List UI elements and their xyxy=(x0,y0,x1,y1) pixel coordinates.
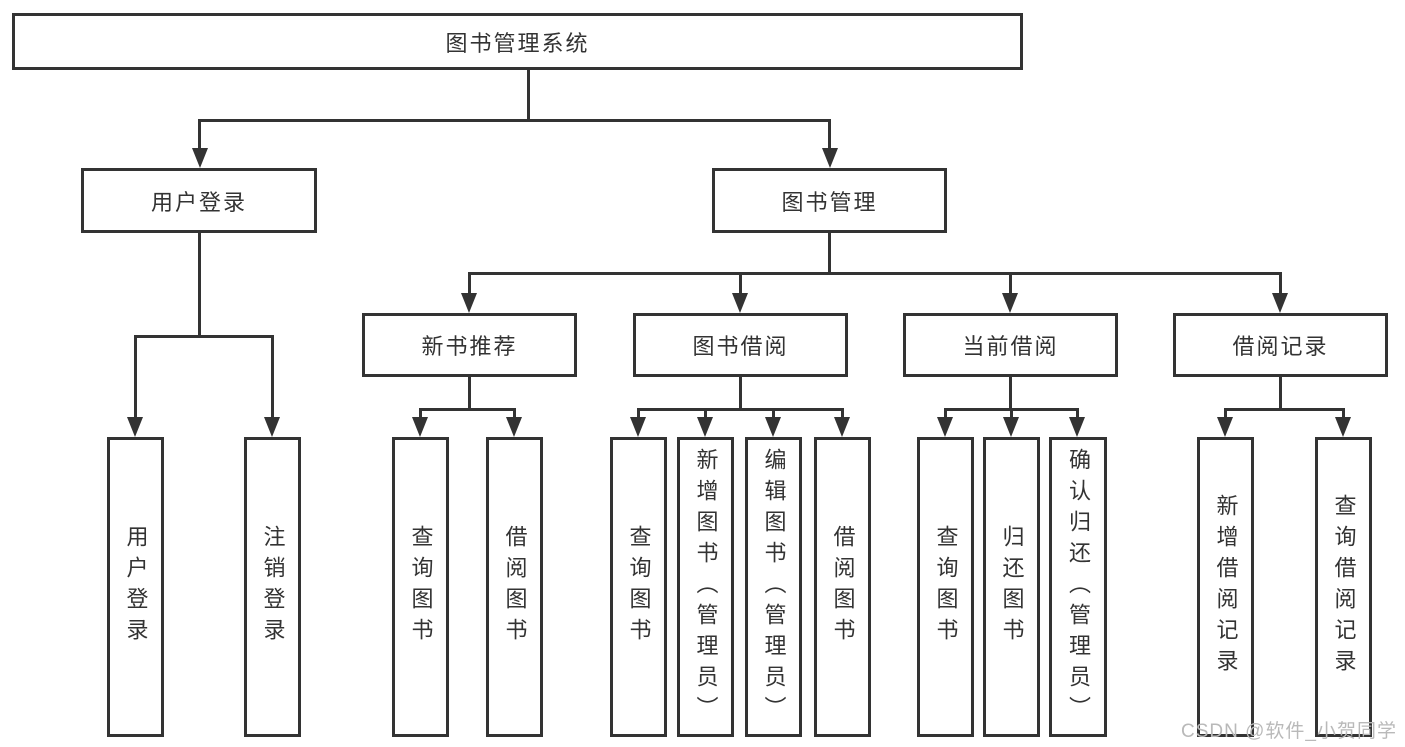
leaf-cb-return-books: 归还图书 xyxy=(983,437,1040,737)
connector-leaf-stem xyxy=(772,408,775,419)
arrowhead-down-icon xyxy=(506,417,522,437)
node-new-book-recommend-label: 新书推荐 xyxy=(421,334,518,359)
leaf-cb-confirm-return-label: 确认归还（管理员） xyxy=(1066,447,1091,727)
node-user-login-group: 用户登录 xyxy=(81,168,317,233)
node-book-borrowing: 图书借阅 xyxy=(633,313,848,377)
arrowhead-down-icon xyxy=(765,417,781,437)
arrowhead-down-icon xyxy=(1003,417,1019,437)
arrowhead-down-icon xyxy=(1002,293,1018,313)
arrowhead-down-icon xyxy=(127,417,143,437)
leaf-cb-return-books-label: 归还图书 xyxy=(999,525,1025,649)
arrowhead-down-icon xyxy=(822,148,838,168)
node-user-login-group-label: 用户登录 xyxy=(150,189,247,215)
leaf-nb-query-books: 查询图书 xyxy=(392,437,449,737)
node-borrowing-records-label: 借阅记录 xyxy=(1232,334,1329,359)
connector-to-new-book-recommend xyxy=(468,272,471,295)
node-book-borrowing-label: 图书借阅 xyxy=(692,334,789,359)
leaf-bb-edit-books: 编辑图书（管理员） xyxy=(745,437,802,737)
leaf-br-query-record: 查询借阅记录 xyxy=(1315,437,1372,737)
leaf-cb-query-books: 查询图书 xyxy=(917,437,974,737)
connector-leaf-stem xyxy=(419,408,422,419)
connector-nb-bar xyxy=(419,408,516,411)
connector-level2-bar xyxy=(198,119,831,122)
arrowhead-down-icon xyxy=(834,417,850,437)
leaf-br-query-record-label: 查询借阅记录 xyxy=(1331,494,1357,680)
connector-leaf-stem xyxy=(1224,408,1227,419)
arrowhead-down-icon xyxy=(1217,417,1233,437)
connector-to-book-management xyxy=(828,119,831,151)
connector-root-stem xyxy=(527,69,530,122)
connector-to-leaf-user-login xyxy=(134,335,137,419)
node-root: 图书管理系统 xyxy=(12,13,1023,70)
leaf-nb-query-books-label: 查询图书 xyxy=(408,525,434,649)
connector-to-borrowing-records xyxy=(1279,272,1282,295)
connector-user-login-stem xyxy=(198,233,201,338)
connector-to-book-borrowing xyxy=(739,272,742,295)
arrowhead-down-icon xyxy=(630,417,646,437)
leaf-bb-add-books: 新增图书（管理员） xyxy=(677,437,734,737)
node-borrowing-records: 借阅记录 xyxy=(1173,313,1388,377)
watermark: CSDN @软件_小贺同学 xyxy=(1181,721,1397,742)
arrowhead-down-icon xyxy=(461,293,477,313)
leaf-cb-confirm-return: 确认归还（管理员） xyxy=(1049,437,1107,737)
arrowhead-down-icon xyxy=(1335,417,1351,437)
arrowhead-down-icon xyxy=(1069,417,1085,437)
arrowhead-down-icon xyxy=(412,417,428,437)
node-root-label: 图书管理系统 xyxy=(445,30,590,56)
node-book-management: 图书管理 xyxy=(712,168,947,233)
leaf-br-add-record: 新增借阅记录 xyxy=(1197,437,1254,737)
connector-bb-bar xyxy=(637,408,844,411)
connector-leaf-stem xyxy=(513,408,516,419)
node-current-borrowing: 当前借阅 xyxy=(903,313,1118,377)
connector-current-borrowing-stem xyxy=(1009,377,1012,411)
leaf-logout-label: 注销登录 xyxy=(260,525,286,649)
node-book-management-label: 图书管理 xyxy=(781,189,878,215)
node-current-borrowing-label: 当前借阅 xyxy=(962,334,1059,359)
arrowhead-down-icon xyxy=(1272,293,1288,313)
connector-leaf-stem xyxy=(1076,408,1079,419)
connector-leaf-stem xyxy=(704,408,707,419)
connector-level3-bar xyxy=(468,272,1282,275)
connector-leaf-stem xyxy=(1010,408,1013,419)
connector-leaf-stem xyxy=(1342,408,1345,419)
connector-leaf-stem xyxy=(841,408,844,419)
connector-to-user-login xyxy=(198,119,201,151)
arrowhead-down-icon xyxy=(264,417,280,437)
connector-to-current-borrowing xyxy=(1009,272,1012,295)
connector-borrowing-records-stem xyxy=(1279,377,1282,411)
arrowhead-down-icon xyxy=(732,293,748,313)
connector-book-borrowing-stem xyxy=(739,377,742,411)
leaf-logout: 注销登录 xyxy=(244,437,301,737)
connector-to-leaf-logout xyxy=(271,335,274,419)
leaf-bb-borrow-books: 借阅图书 xyxy=(814,437,871,737)
leaf-bb-add-books-label: 新增图书（管理员） xyxy=(693,447,719,727)
leaf-user-login: 用户登录 xyxy=(107,437,164,737)
connector-leaf-stem xyxy=(637,408,640,419)
leaf-br-add-record-label: 新增借阅记录 xyxy=(1213,494,1239,680)
connector-book-management-stem xyxy=(828,233,831,275)
leaf-bb-edit-books-label: 编辑图书（管理员） xyxy=(761,447,787,727)
leaf-bb-borrow-books-label: 借阅图书 xyxy=(830,525,856,649)
connector-new-book-recommend-stem xyxy=(468,377,471,411)
connector-br-bar xyxy=(1224,408,1345,411)
leaf-user-login-label: 用户登录 xyxy=(123,525,149,649)
connector-user-login-bar xyxy=(134,335,274,338)
node-new-book-recommend: 新书推荐 xyxy=(362,313,577,377)
arrowhead-down-icon xyxy=(697,417,713,437)
leaf-bb-query-books-label: 查询图书 xyxy=(626,525,652,649)
arrowhead-down-icon xyxy=(192,148,208,168)
leaf-cb-query-books-label: 查询图书 xyxy=(933,525,959,649)
leaf-nb-borrow-books: 借阅图书 xyxy=(486,437,543,737)
leaf-bb-query-books: 查询图书 xyxy=(610,437,667,737)
leaf-nb-borrow-books-label: 借阅图书 xyxy=(502,525,528,649)
arrowhead-down-icon xyxy=(937,417,953,437)
connector-leaf-stem xyxy=(944,408,947,419)
